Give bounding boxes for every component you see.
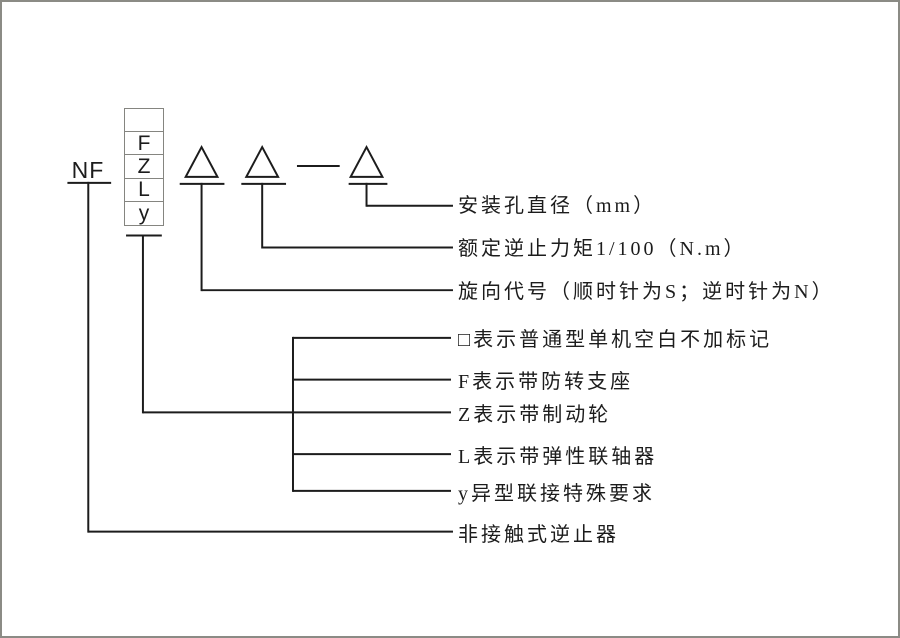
option-code-cell-z: Z — [125, 155, 163, 179]
size-placeholder-triangle-icon — [184, 144, 220, 178]
option-code-box: F Z L y — [124, 108, 164, 226]
option-code-cell-l: L — [125, 179, 163, 202]
option-code-cell-blank — [125, 109, 163, 133]
label-mounting-hole-diameter: 安装孔直径（mm） — [458, 195, 657, 217]
option-code-cell-y: y — [138, 201, 150, 225]
size-placeholder-triangle-icon — [348, 144, 385, 178]
label-product-name: 非接触式逆止器 — [458, 524, 619, 546]
label-variant-z: Z表示带制动轮 — [458, 404, 612, 426]
label-variant-y: y异型联接特殊要求 — [458, 483, 655, 505]
label-rated-backstop-torque: 额定逆止力矩1/100（N.m） — [458, 238, 747, 260]
label-variant-l: L表示带弹性联轴器 — [458, 446, 658, 468]
product-code-prefix: NF — [71, 157, 105, 183]
label-rotation-direction-code: 旋向代号（顺时针为S；逆时针为N） — [458, 281, 835, 303]
label-variant-blank: □表示普通型单机空白不加标记 — [458, 329, 773, 351]
option-code-cell-f: F — [125, 132, 163, 156]
label-variant-f: F表示带防转支座 — [458, 371, 634, 393]
size-placeholder-triangle-icon — [244, 144, 280, 178]
